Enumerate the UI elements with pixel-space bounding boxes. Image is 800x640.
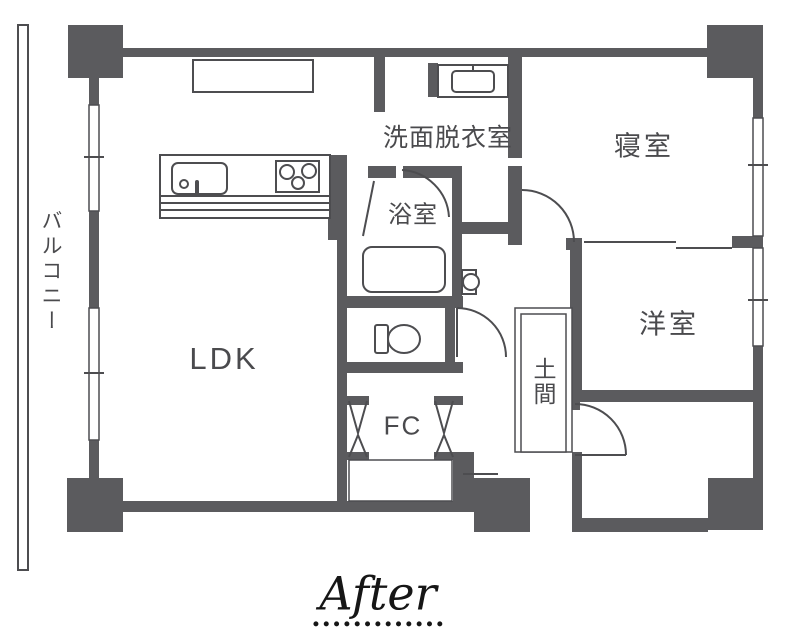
entrance-door-arc <box>574 403 627 456</box>
wall-washroom-east <box>508 57 522 158</box>
pillar-bottom-right <box>708 478 763 530</box>
stove-burner <box>301 163 317 179</box>
label-family-closet: FC <box>383 410 423 441</box>
doma-outline <box>463 307 573 475</box>
wall-fc-east <box>453 452 474 512</box>
fc-folding-symbols <box>348 400 454 458</box>
wall-bedroom-door-post <box>508 166 522 245</box>
toilet-icon <box>374 324 421 354</box>
wall-bathroom-north <box>403 166 462 178</box>
sink-drain <box>179 179 189 189</box>
label-western-room: 洋室 <box>639 309 699 340</box>
bathroom-door-panel <box>362 180 375 237</box>
label-balcony: バルコニー <box>39 209 62 335</box>
inner-walls <box>328 57 763 512</box>
wall-ldk-east <box>337 155 347 512</box>
outer-walls <box>89 48 763 532</box>
wall-bathroom-south <box>337 296 463 308</box>
balcony-rail <box>17 24 29 571</box>
sink-faucet <box>195 180 199 195</box>
bedroom-door-arc <box>521 189 575 243</box>
label-doma: 土間 <box>530 357 556 407</box>
label-bathroom: 浴室 <box>388 201 438 229</box>
wall-western-room-west <box>570 238 582 402</box>
pillar-top-left <box>68 25 123 78</box>
window-tick-marks <box>84 156 768 374</box>
window-right-upper <box>752 117 764 237</box>
kitchen-cupboard <box>192 59 314 93</box>
kitchen-counter <box>159 59 331 219</box>
label-ldk: LDK <box>189 341 259 376</box>
fc-closet-outline <box>348 459 453 502</box>
pillar-bottom-left <box>67 478 123 532</box>
wall-toilet-south <box>337 362 463 373</box>
windows <box>84 104 768 441</box>
entrance-wall-block <box>474 478 530 532</box>
hand-basin-icon <box>461 269 480 295</box>
wall-toilet-east <box>445 308 455 364</box>
toilet-door-arc <box>456 307 507 358</box>
stove-burner <box>279 164 295 180</box>
stove-burner <box>291 176 305 190</box>
bathtub <box>362 246 446 293</box>
door-symbols <box>456 189 732 456</box>
wall-western-room-south <box>570 390 763 402</box>
corner-pillars <box>67 25 763 532</box>
wall-corridor-north <box>462 222 518 234</box>
washing-machine-pan <box>437 64 509 98</box>
bathroom-door-arc <box>401 169 450 218</box>
label-bedroom: 寝室 <box>614 131 674 162</box>
kitchen-sink <box>171 162 228 195</box>
wall-hallway-west <box>452 177 462 308</box>
after-caption: After <box>313 569 443 627</box>
label-washroom: 洗面脱衣室 <box>382 124 514 152</box>
pillar-top-right <box>707 25 763 78</box>
wall-washroom-west <box>374 57 385 112</box>
window-right-lower <box>752 247 764 347</box>
sliding-door-lines <box>584 241 732 249</box>
wall-kitchen-stub <box>328 155 337 240</box>
